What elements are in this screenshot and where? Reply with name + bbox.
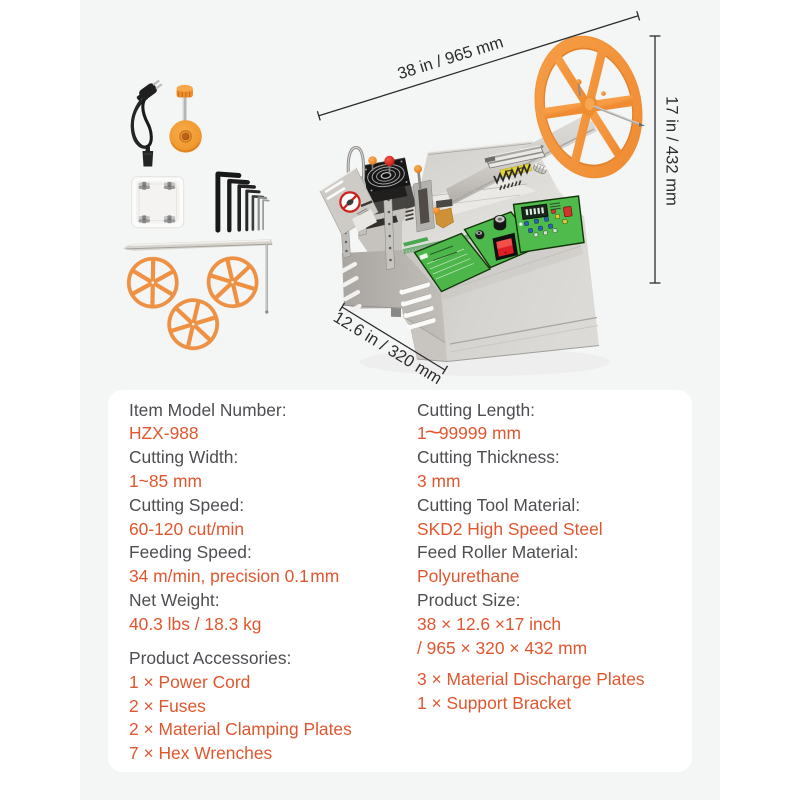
svg-text:17 in / 432 mm: 17 in / 432 mm — [663, 96, 682, 206]
svg-text:38 in / 965 mm: 38 in / 965 mm — [395, 32, 505, 83]
